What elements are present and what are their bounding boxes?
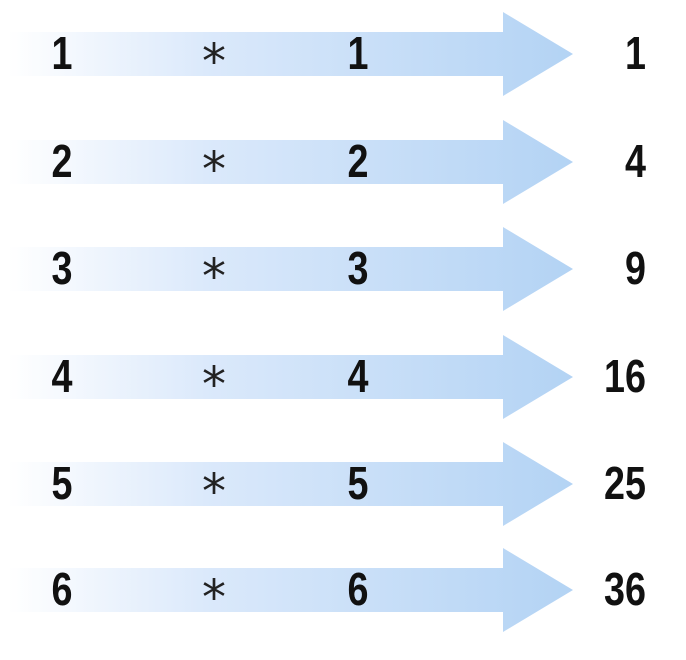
multiply-operator: * bbox=[202, 142, 226, 198]
multiply-operator: * bbox=[202, 570, 226, 626]
operand-right: 3 bbox=[347, 242, 369, 294]
multiply-operator: * bbox=[202, 464, 226, 520]
arrow-shape bbox=[8, 548, 573, 632]
arrow-shape bbox=[8, 442, 573, 526]
operand-right: 2 bbox=[347, 135, 369, 187]
operand-right: 1 bbox=[347, 27, 369, 79]
operand-left: 4 bbox=[51, 350, 73, 402]
arrow-shape bbox=[8, 335, 573, 419]
multiply-operator: * bbox=[202, 34, 226, 90]
operand-right: 6 bbox=[347, 563, 369, 615]
result-value: 9 bbox=[625, 242, 646, 294]
arrow-shape bbox=[8, 120, 573, 204]
equation-row: 6 * 6 36 bbox=[0, 548, 686, 632]
operand-left: 2 bbox=[51, 135, 73, 187]
result-value: 4 bbox=[625, 135, 646, 187]
arrow-shape bbox=[8, 227, 573, 311]
operand-left: 3 bbox=[51, 242, 73, 294]
operand-left: 6 bbox=[51, 563, 73, 615]
multiply-operator: * bbox=[202, 357, 226, 413]
equation-row: 5 * 5 25 bbox=[0, 442, 686, 526]
equation-row: 4 * 4 16 bbox=[0, 335, 686, 419]
equation-row: 3 * 3 9 bbox=[0, 227, 686, 311]
result-value: 1 bbox=[625, 27, 646, 79]
result-value: 36 bbox=[604, 563, 646, 615]
operand-right: 5 bbox=[347, 457, 369, 509]
equation-row: 2 * 2 4 bbox=[0, 120, 686, 204]
operand-left: 1 bbox=[51, 27, 73, 79]
result-value: 25 bbox=[604, 457, 646, 509]
operand-right: 4 bbox=[347, 350, 369, 402]
multiply-operator: * bbox=[202, 249, 226, 305]
equation-row: 1 * 1 1 bbox=[0, 12, 686, 96]
result-value: 16 bbox=[604, 350, 646, 402]
arrow-shape bbox=[8, 12, 573, 96]
operand-left: 5 bbox=[51, 457, 73, 509]
